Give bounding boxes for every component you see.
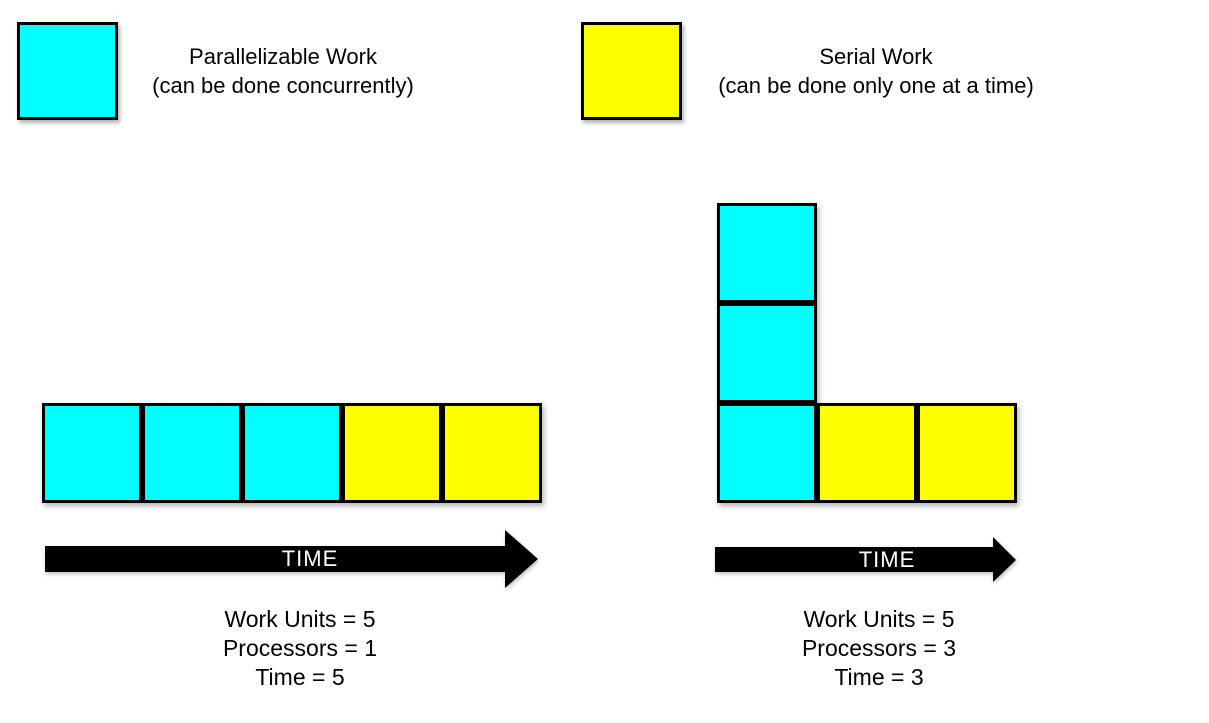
parallelizable-work-unit — [42, 403, 142, 503]
legend-subtitle: (can be done only one at a time) — [718, 73, 1034, 98]
serial-work-unit — [442, 403, 542, 503]
time-value: Time = 5 — [255, 664, 345, 690]
legend-subtitle: (can be done concurrently) — [152, 73, 414, 98]
parallelizable-work-legend: Parallelizable Work (can be done concurr… — [83, 42, 483, 100]
parallelizable-work-unit — [717, 403, 817, 503]
time-arrow-shaft — [715, 547, 993, 572]
serial-work-unit — [917, 403, 1017, 503]
time-arrow: TIME — [45, 530, 538, 588]
three-processor-blocks — [717, 203, 1017, 503]
serial-work-unit — [817, 403, 917, 503]
parallelizable-work-unit — [242, 403, 342, 503]
serial-work-swatch — [581, 22, 682, 120]
legend-title: Parallelizable Work — [189, 44, 377, 69]
parallelizable-work-unit — [717, 303, 817, 403]
serial-work-unit — [342, 403, 442, 503]
time-value: Time = 3 — [834, 664, 924, 690]
arrow-head-icon — [505, 530, 538, 588]
three-processor-stats: Work Units = 5 Processors = 3 Time = 3 — [679, 605, 1079, 692]
work-units-value: Work Units = 5 — [224, 606, 376, 632]
parallelizable-work-unit — [142, 403, 242, 503]
parallelizable-work-swatch — [17, 22, 118, 120]
processors-value: Processors = 1 — [222, 635, 378, 661]
time-arrow-label: TIME — [281, 546, 339, 571]
processors-value: Processors = 3 — [801, 635, 957, 661]
time-arrow-label: TIME — [858, 547, 916, 572]
time-arrow-shaft — [45, 546, 505, 572]
time-arrow: TIME — [715, 537, 1016, 582]
legend-title: Serial Work — [819, 44, 933, 69]
work-units-value: Work Units = 5 — [803, 606, 955, 632]
arrow-head-icon — [993, 537, 1016, 582]
single-processor-blocks — [42, 403, 542, 503]
single-processor-stats: Work Units = 5 Processors = 1 Time = 5 — [100, 605, 500, 692]
parallelizable-work-unit — [717, 203, 817, 303]
serial-work-legend: Serial Work (can be done only one at a t… — [676, 42, 1076, 100]
